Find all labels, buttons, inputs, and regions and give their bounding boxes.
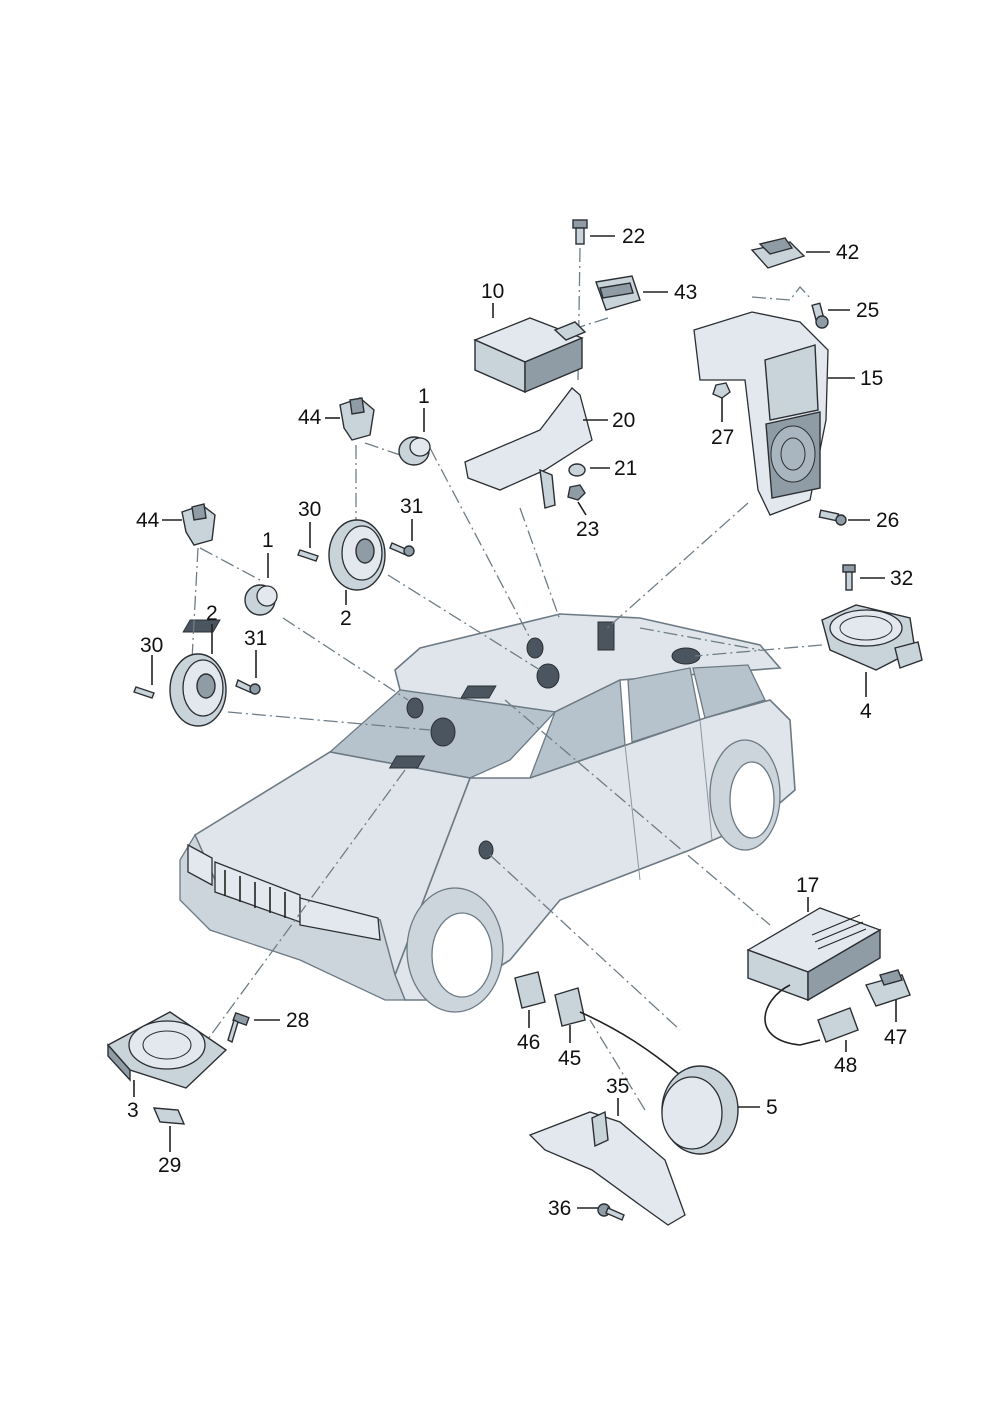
callout-25: 25 xyxy=(856,299,879,322)
callout-44-lower: 44 xyxy=(136,509,160,532)
nut-23-drawing xyxy=(567,484,586,501)
callout-26: 26 xyxy=(876,509,899,532)
nut-27-drawing xyxy=(712,382,731,399)
callout-10: 10 xyxy=(481,280,504,303)
screw-36-drawing xyxy=(597,1203,625,1221)
screw-33-drawing xyxy=(842,564,856,591)
bolt-22-drawing xyxy=(572,219,588,245)
bracket-44-lower-drawing xyxy=(181,503,216,546)
callout-4: 4 xyxy=(860,700,872,723)
screw-30-lower-drawing xyxy=(133,686,155,699)
callout-29: 29 xyxy=(158,1154,181,1177)
callout-23: 23 xyxy=(576,518,599,541)
screw-28-drawing xyxy=(227,1011,250,1043)
bracket-44-upper-drawing xyxy=(339,397,375,441)
speaker-3-drawing xyxy=(106,1011,228,1089)
harness-45-drawing xyxy=(554,987,681,1076)
bracket-20-drawing xyxy=(464,387,593,509)
callout-44-upper: 44 xyxy=(298,406,322,429)
callout-5: 5 xyxy=(766,1096,778,1119)
callout-20: 20 xyxy=(612,409,635,432)
plug-47-drawing xyxy=(865,969,911,1007)
plug-48-drawing xyxy=(817,1007,859,1043)
screw-32-drawing xyxy=(389,542,415,557)
screw-31-drawing xyxy=(235,679,261,695)
bolt-26-drawing xyxy=(818,509,847,526)
callout-30-upper: 30 xyxy=(298,498,321,521)
callout-36: 36 xyxy=(548,1197,571,1220)
plate-29-drawing xyxy=(152,1107,186,1125)
nut-21-drawing xyxy=(568,463,586,477)
callout-31: 31 xyxy=(244,627,267,650)
callout-43: 43 xyxy=(674,281,697,304)
callout-33: 32 xyxy=(890,567,913,590)
callout-3: 3 xyxy=(127,1099,139,1122)
speaker-4-drawing xyxy=(821,604,923,671)
callout-48: 48 xyxy=(834,1054,857,1077)
speaker-5-drawing xyxy=(661,1065,739,1155)
control-unit-10-drawing xyxy=(473,317,587,394)
tweeter-1-upper-drawing xyxy=(398,436,431,466)
callout-46: 46 xyxy=(517,1031,540,1054)
connector-43-drawing xyxy=(595,275,641,311)
callout-28: 28 xyxy=(286,1009,309,1032)
callout-2-lower: 2 xyxy=(206,602,218,625)
callout-47: 47 xyxy=(884,1026,907,1049)
connector-46-drawing xyxy=(514,971,546,1009)
callout-1-upper: 1 xyxy=(418,385,430,408)
speaker-2-lower-drawing xyxy=(169,653,227,727)
callout-1-lower: 1 xyxy=(262,529,274,552)
callout-30-lower: 30 xyxy=(140,634,163,657)
part-drawings xyxy=(106,219,923,1226)
callout-35: 35 xyxy=(606,1075,629,1098)
callout-17: 17 xyxy=(796,874,819,897)
callout-21: 21 xyxy=(614,457,637,480)
tweeter-1-lower-drawing xyxy=(244,584,278,616)
bracket-35-drawing xyxy=(528,1110,686,1226)
clip-42-drawing xyxy=(750,237,806,269)
module-17-drawing xyxy=(746,907,882,1046)
callout-42: 42 xyxy=(836,241,859,264)
leader-lines xyxy=(133,235,897,1209)
speaker-2-upper-drawing xyxy=(328,519,386,591)
callout-2-upper: 2 xyxy=(340,607,352,630)
screw-25-drawing xyxy=(811,302,829,329)
callout-27: 27 xyxy=(711,426,734,449)
callout-45: 45 xyxy=(558,1047,581,1070)
screw-30-upper-drawing xyxy=(297,549,319,562)
callout-15: 15 xyxy=(860,367,883,390)
subwoofer-amplifier-15-drawing xyxy=(693,311,829,516)
callout-labels: 22 43 10 20 21 23 42 25 15 27 26 32 4 44… xyxy=(127,225,913,1220)
car-illustration xyxy=(179,613,796,1013)
callout-32: 31 xyxy=(400,495,423,518)
callout-22: 22 xyxy=(622,225,645,248)
